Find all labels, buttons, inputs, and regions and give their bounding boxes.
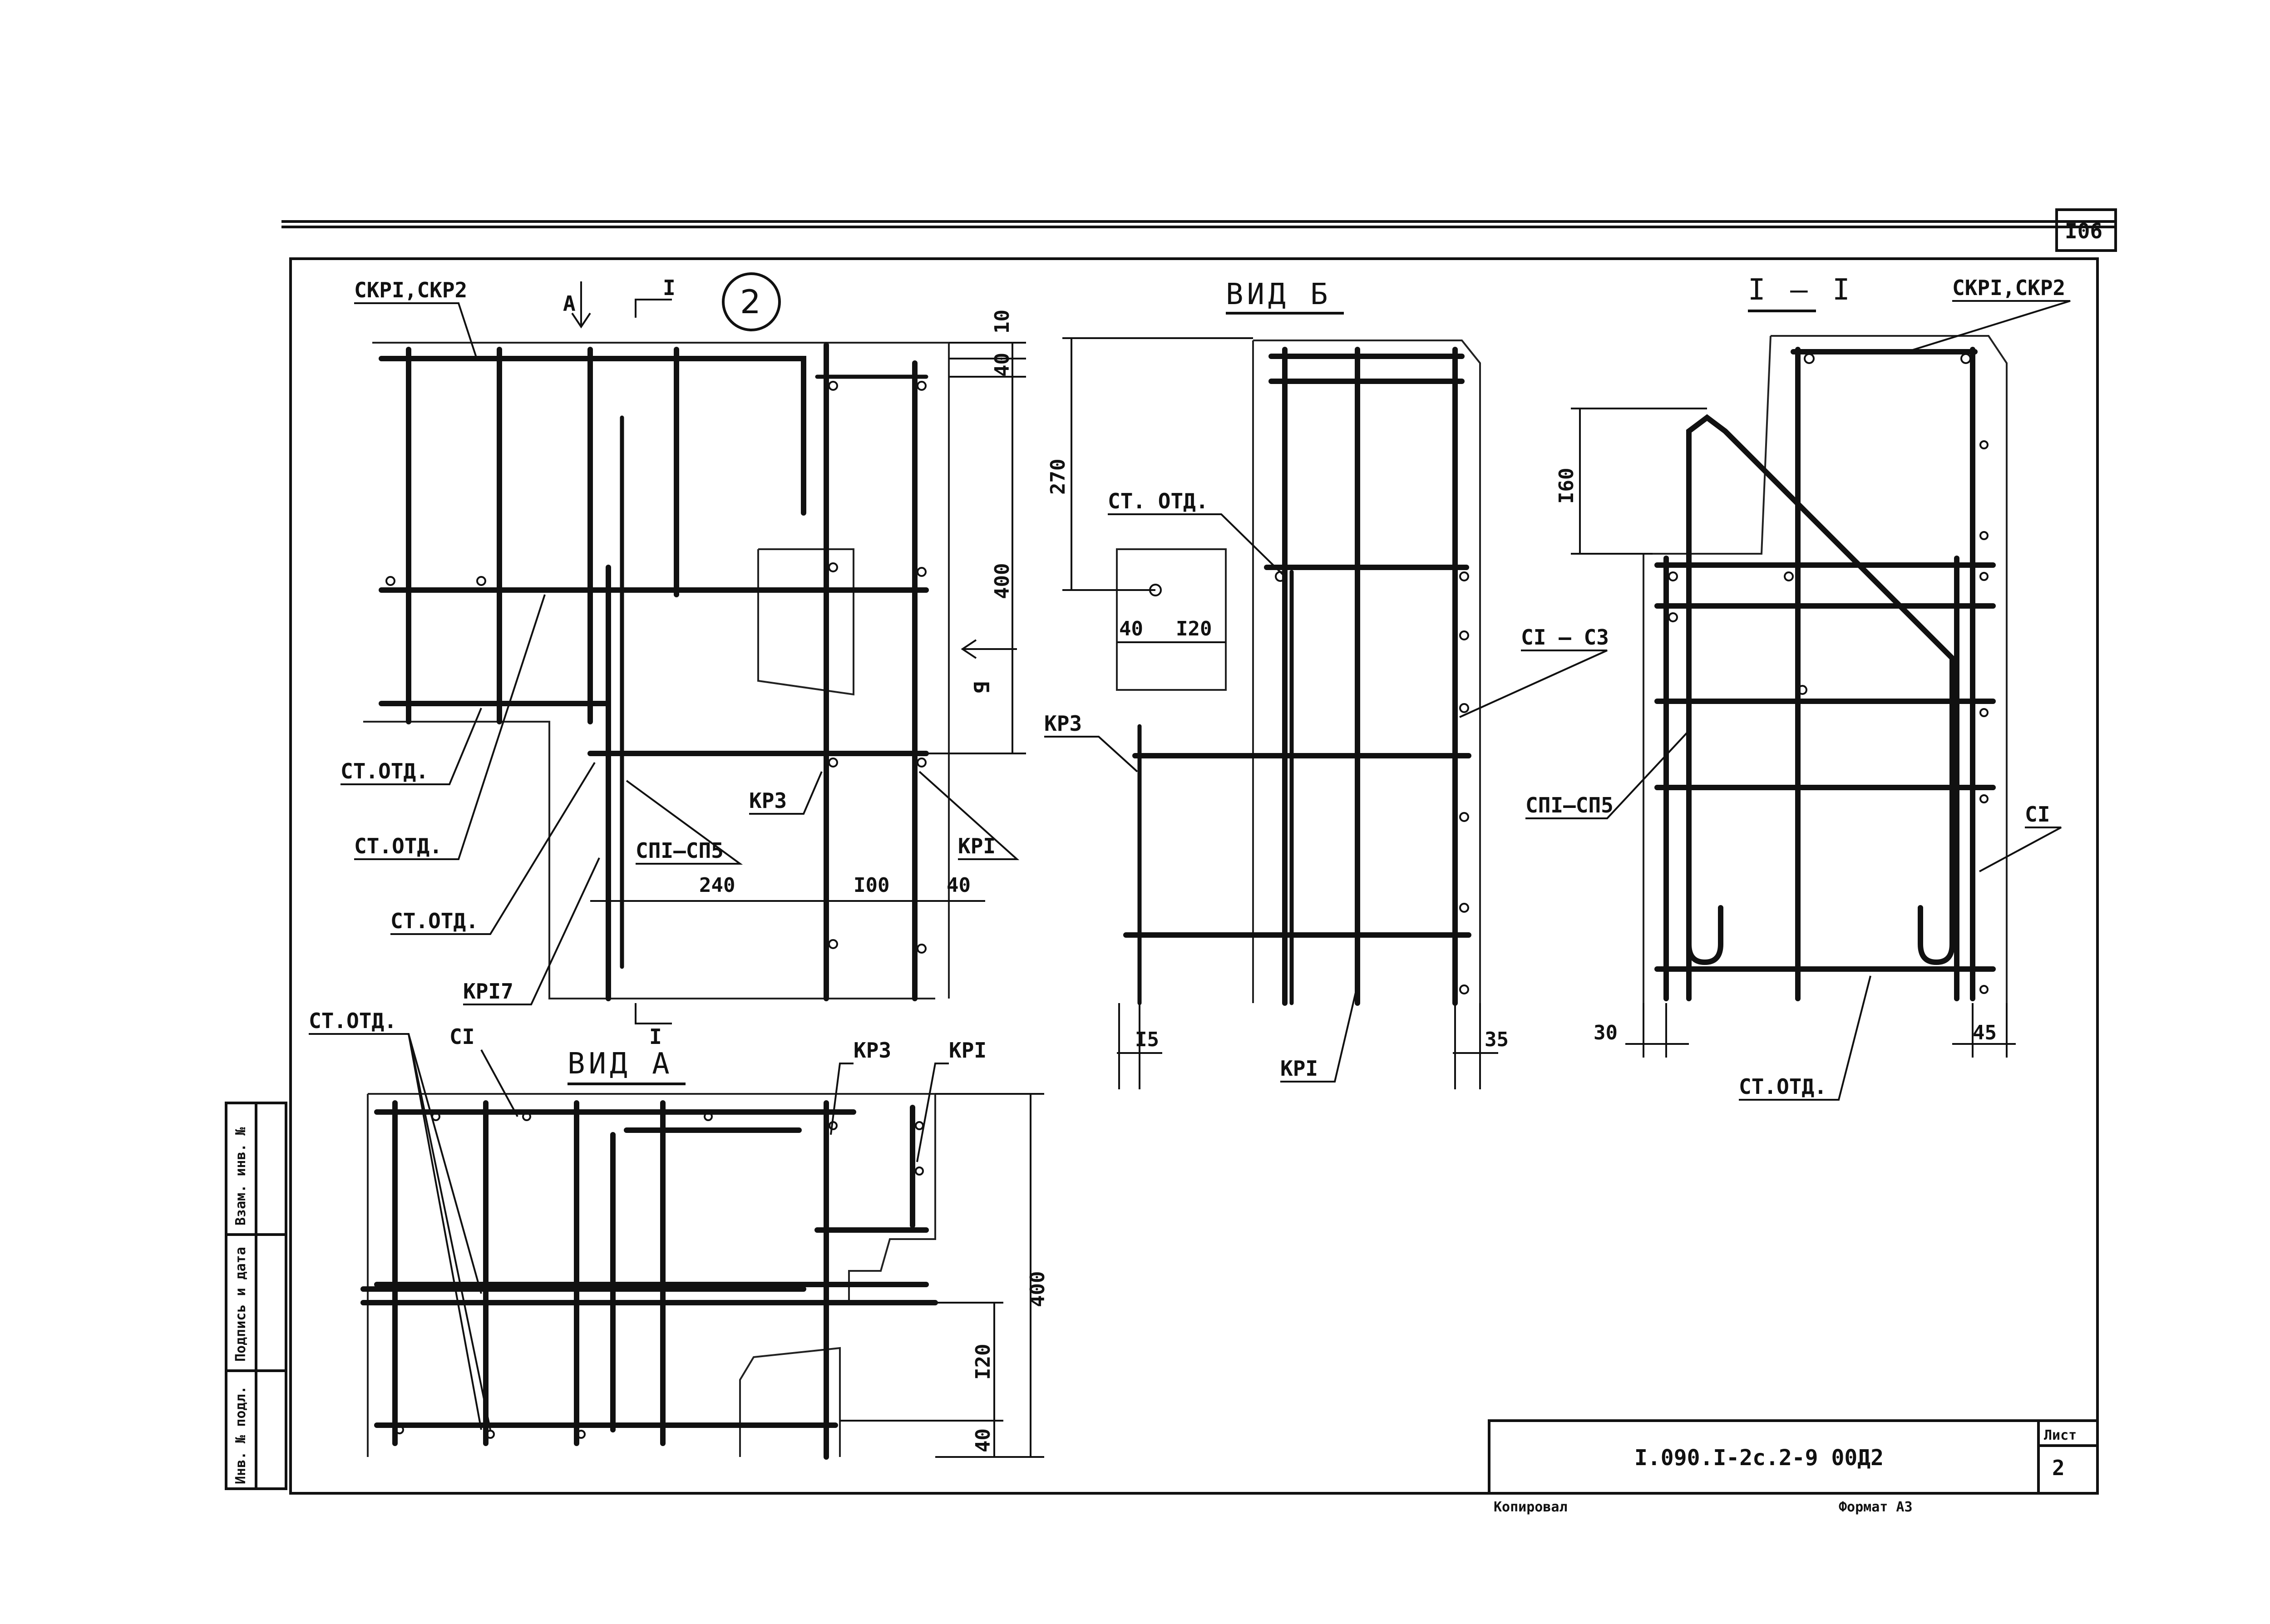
- footer-copied: Копировал: [1494, 1499, 1568, 1515]
- section-dim-45: 45: [1973, 1021, 1997, 1044]
- view-a-title: ВИД А: [568, 1047, 673, 1081]
- plan-label-b: Б: [969, 681, 993, 694]
- view-a-label-c1: СI: [449, 1024, 474, 1049]
- plan-label-st-otd-1: СТ.ОТД.: [340, 759, 429, 783]
- detail-number: 2: [740, 283, 761, 321]
- sheet-label: Лист: [2044, 1427, 2077, 1443]
- document-code: I.090.I-2с.2-9 00Д2: [1634, 1445, 1884, 1471]
- plan-section-mark-bottom: I: [649, 1024, 662, 1049]
- plan-view: 10 40 400 240 I00 40 А I I Б СКРI,СКР2 С…: [340, 276, 1026, 1049]
- section-dim-30: 30: [1594, 1021, 1618, 1044]
- view-b: ВИД Б 270 40 I20 I: [1044, 278, 1609, 1089]
- view-a-label-kr1: КРI: [949, 1038, 987, 1063]
- plan-label-ckr: СКРI,СКР2: [354, 278, 467, 302]
- view-b-label-kr3: КР3: [1044, 711, 1082, 736]
- view-a-label-kr3: КР3: [854, 1038, 891, 1063]
- plan-dim-10: 10: [991, 310, 1014, 334]
- view-b-label-kr1: КРI: [1280, 1056, 1318, 1081]
- title-block: I.090.I-2с.2-9 00Д2 Лист 2 Копировал Фор…: [1488, 1419, 2099, 1515]
- view-b-label-st-otd: СТ. ОТД.: [1108, 489, 1209, 513]
- view-b-dim-120: I20: [1176, 617, 1212, 640]
- plan-section-mark-top: I: [663, 276, 676, 300]
- plan-dim-40-top: 40: [991, 353, 1014, 377]
- section-1-1: I – I: [1525, 273, 2071, 1101]
- plan-label-kr17: КРI7: [463, 979, 513, 1004]
- plan-label-a: А: [563, 291, 576, 316]
- view-b-dim-35: 35: [1485, 1028, 1509, 1051]
- footer-format: Формат А3: [1839, 1499, 1913, 1515]
- plan-label-kr1: КРI: [958, 834, 996, 858]
- section-dim-160: I60: [1555, 468, 1578, 504]
- view-a-dim-40: 40: [972, 1428, 995, 1452]
- stamp-replace-inv: Взам. инв. №: [233, 1127, 249, 1225]
- view-a-dim-400: 400: [1026, 1271, 1049, 1307]
- view-b-dim-15: I5: [1135, 1028, 1159, 1051]
- section-label-sp: СПI–СП5: [1525, 793, 1614, 817]
- sheet-frame: I06: [281, 208, 2117, 1495]
- view-a-dim-120: I20: [972, 1344, 995, 1380]
- stamp-signature-date: Подпись и дата: [233, 1247, 249, 1362]
- stamp-inv-no: Инв. № подл.: [233, 1386, 249, 1484]
- view-a: ВИД А 400: [309, 1009, 1049, 1460]
- plan-dim-240: 240: [699, 874, 735, 897]
- section-label-c1: СI: [2025, 802, 2050, 827]
- plan-dim-100: I00: [854, 874, 889, 897]
- plan-dim-40-right: 40: [947, 874, 971, 897]
- plan-label-kr3: КР3: [749, 788, 787, 813]
- detail-number-mark: 2: [722, 272, 781, 331]
- section-label-st-otd: СТ.ОТД.: [1739, 1074, 1827, 1099]
- plan-label-sp: СПI–СП5: [636, 838, 724, 863]
- view-b-title: ВИД Б: [1226, 278, 1332, 311]
- plan-label-st-otd-3: СТ.ОТД.: [390, 909, 479, 933]
- view-b-dim-40: 40: [1119, 617, 1143, 640]
- view-b-label-c: СI – С3: [1521, 625, 1609, 650]
- page-top-number: I06: [2065, 219, 2102, 243]
- view-b-dim-270: 270: [1046, 459, 1070, 495]
- section-title: I – I: [1748, 273, 1854, 307]
- side-stamp: Взам. инв. № Подпись и дата Инв. № подл.: [225, 1102, 287, 1490]
- sheet-number: 2: [2052, 1456, 2065, 1480]
- plan-dim-400: 400: [991, 563, 1014, 599]
- section-label-ckr: СКРI,СКР2: [1952, 276, 2065, 300]
- plan-label-st-otd-2: СТ.ОТД.: [354, 834, 442, 858]
- view-a-label-st-otd: СТ.ОТД.: [309, 1009, 397, 1033]
